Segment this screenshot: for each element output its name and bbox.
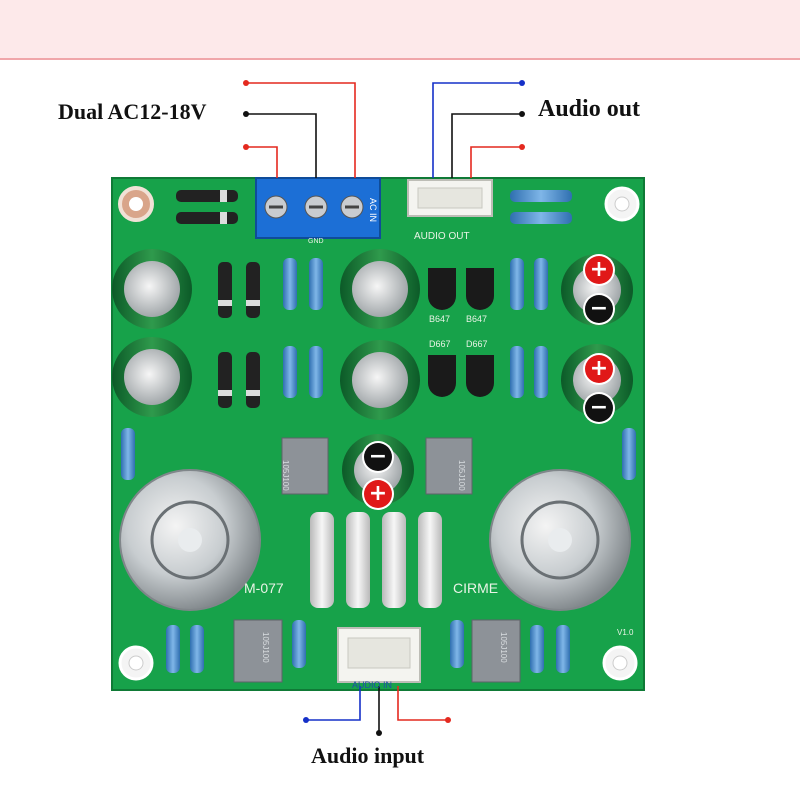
connector-out-silk: AUDIO OUT [414,231,470,242]
transistor-4-silk: D667 [466,339,488,349]
capacitor-marking-1: 105J100 [281,460,290,491]
gnd-silk: GND [308,238,324,245]
version-silk: V1.0 [617,628,634,637]
model-left-silk: M-077 [244,580,284,596]
connector-power-silk: AC IN [368,198,378,223]
power-resistors [310,512,442,608]
capacitor-marking-2: 105J100 [457,460,466,491]
audio-out-label: Audio out [538,96,641,122]
transistor-2-silk: B647 [466,314,488,324]
audio-input-label: Audio input [311,743,425,768]
header-band [0,0,800,60]
metal-film-resistors [121,190,636,673]
transistor-1-silk: B647 [429,314,451,324]
minus-marker-top-right: − [585,295,613,323]
audio-input-wires [303,686,451,736]
audio-out-connector [407,179,493,217]
mounting-holes [118,186,640,681]
transistors [428,268,494,397]
film-capacitors [233,437,521,683]
minus-marker-mid-right: − [585,394,613,422]
minus-marker-center: − [364,443,392,471]
power-terminal-block [255,177,381,239]
transistor-3-silk: D667 [429,339,451,349]
plus-marker-center: + [364,480,392,508]
plus-marker-mid-right: + [585,355,613,383]
power-wires [243,80,356,178]
plus-marker-top-right: + [585,256,613,284]
power-input-label: Dual AC12-18V [58,99,207,124]
capacitor-marking-3: 105J100 [261,632,270,663]
audio-out-wires [432,80,525,178]
capacitor-marking-4: 105J100 [499,632,508,663]
audio-in-connector [337,627,421,683]
rectifier-diodes [176,190,260,408]
model-right-silk: CIRME [453,580,499,596]
vacuum-tubes [119,469,631,611]
connector-in-silk: AUDIO IN [352,680,393,690]
